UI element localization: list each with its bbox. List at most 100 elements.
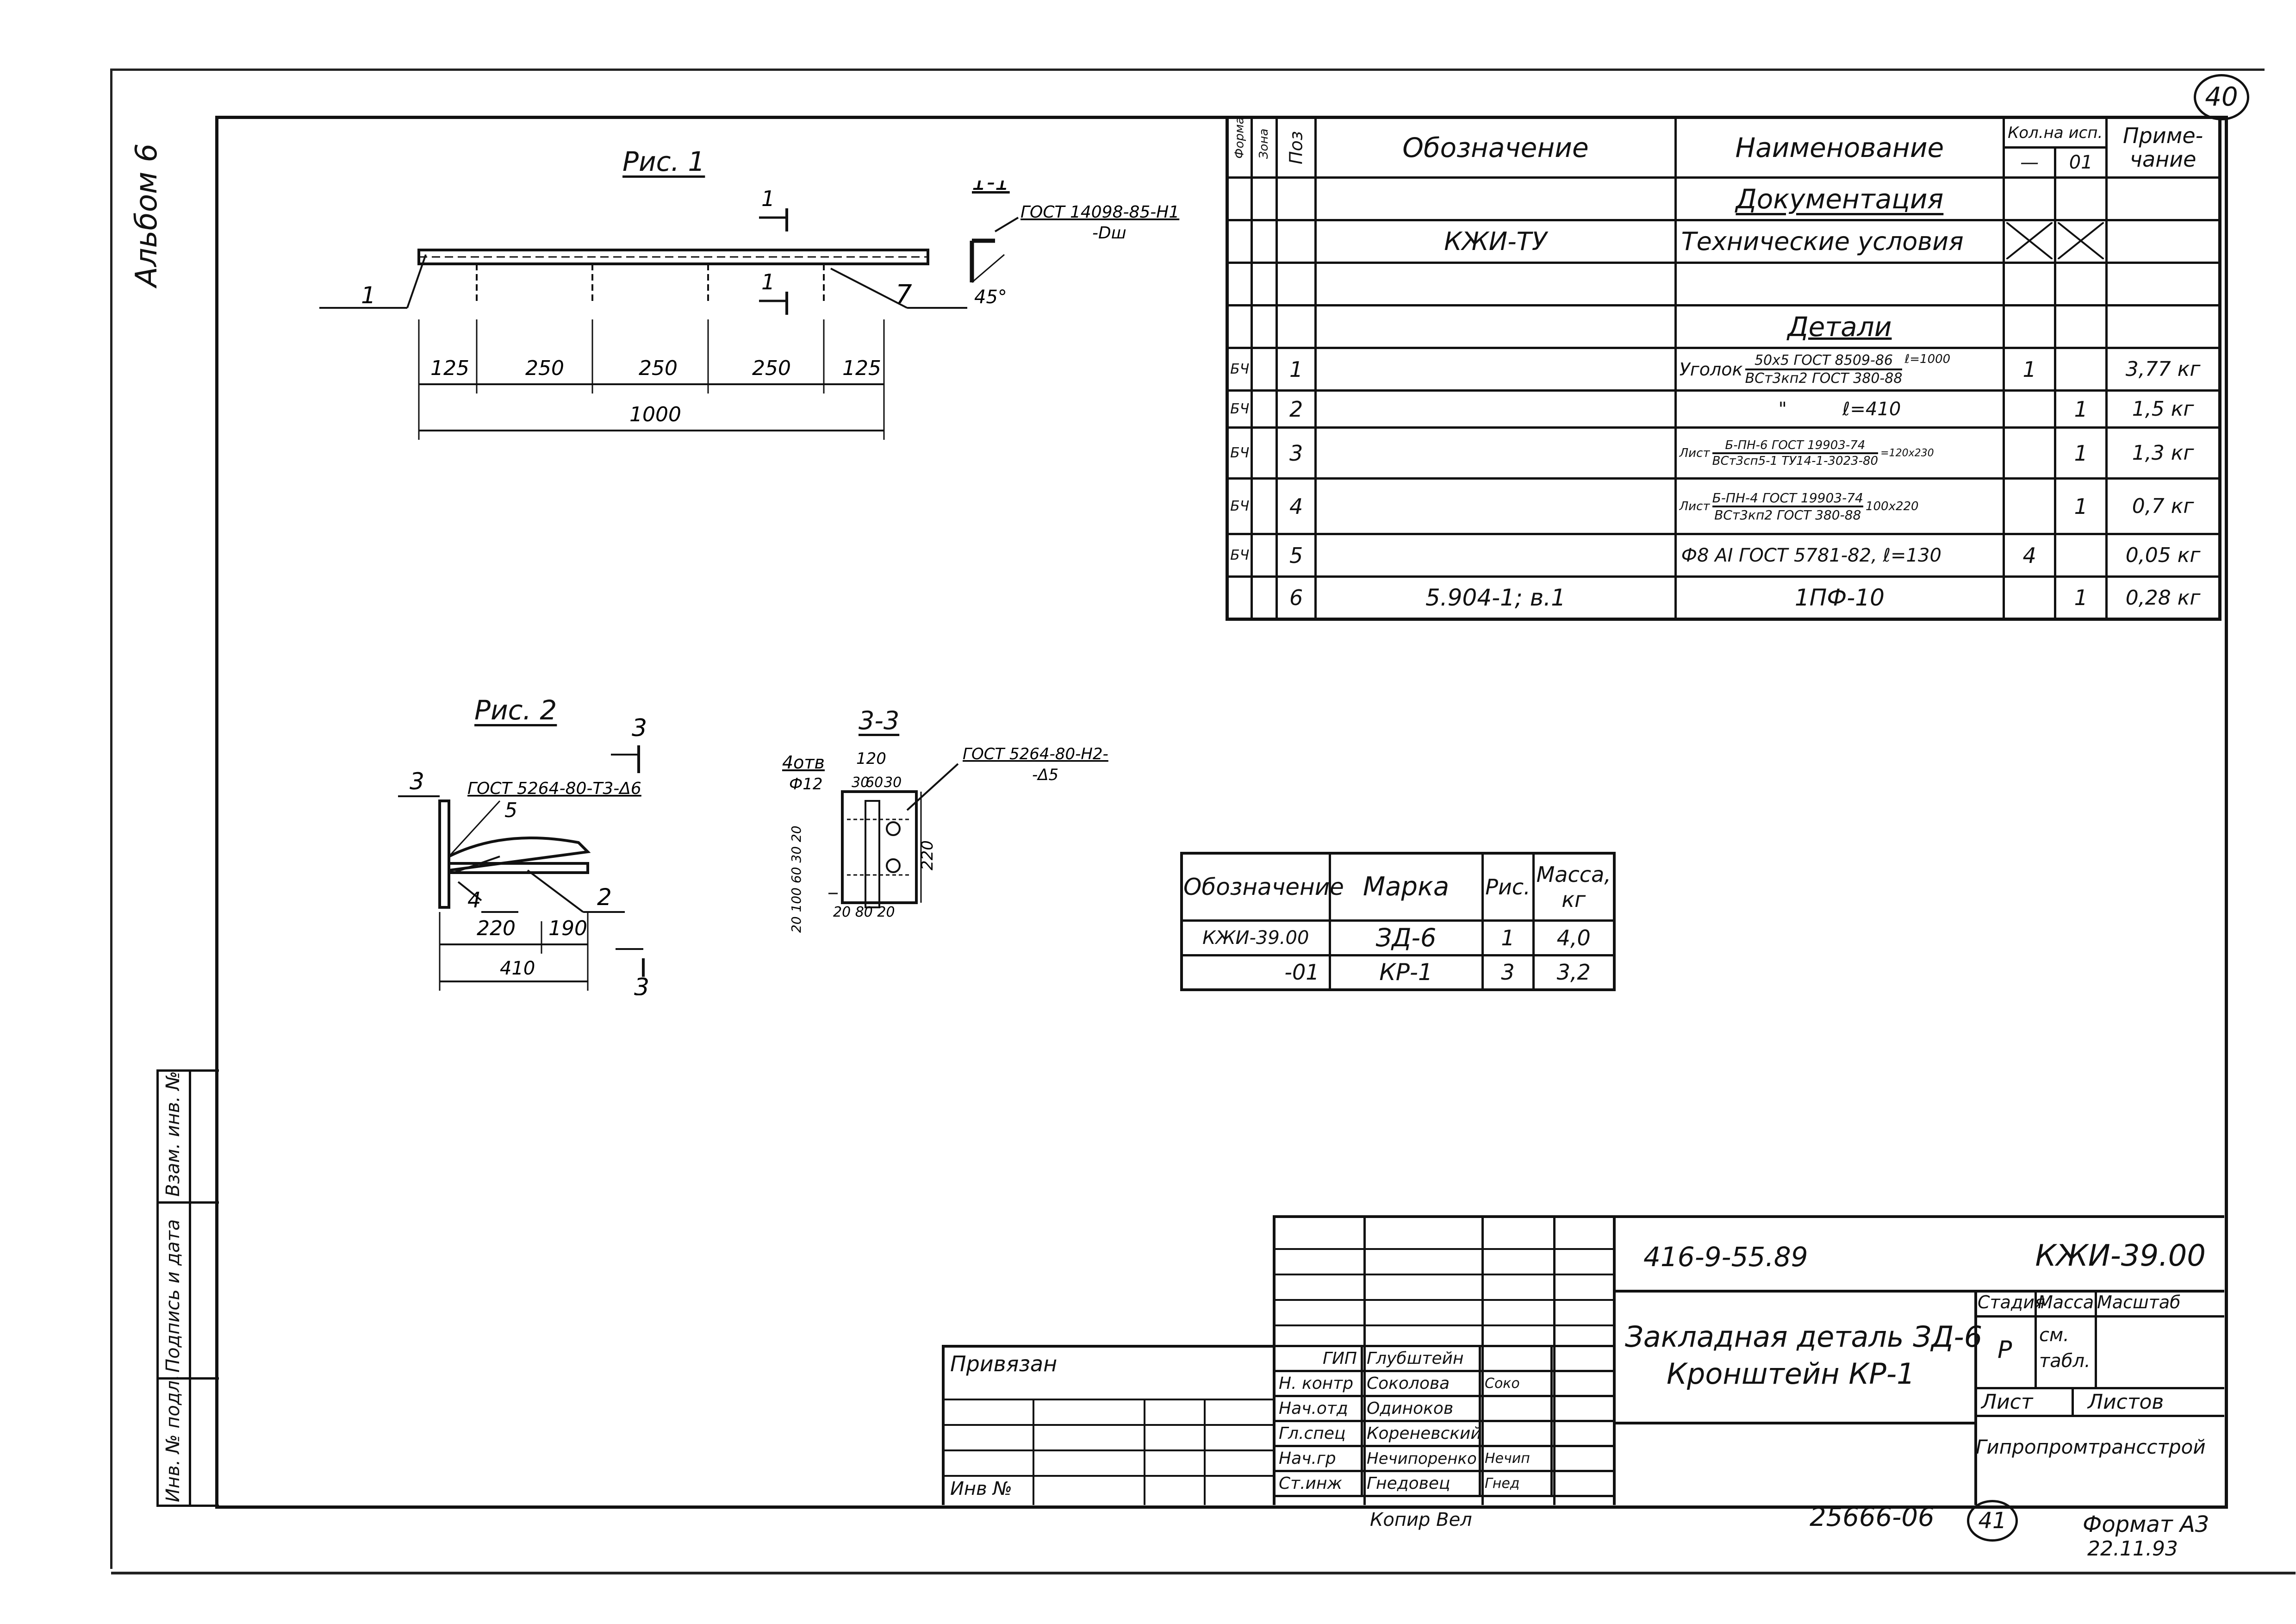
fig1-pos-right: 7 <box>896 280 912 310</box>
drawing-frame <box>215 116 2228 1509</box>
sec33-dim-right: 220 <box>918 840 937 870</box>
sec33-dia: Ф12 <box>789 775 823 793</box>
fig2-cut-mark-bottom: 3 <box>634 974 649 995</box>
spec-doc-designation: КЖИ-ТУ <box>1314 219 1677 264</box>
spec-h-designation: Обозначение <box>1314 116 1677 179</box>
inv-label: Инв № <box>950 1478 1012 1499</box>
album-label: Альбом 6 <box>130 143 164 287</box>
fig1-cut-mark-bottom: 1 <box>761 269 775 294</box>
fig1-dim-2: 250 <box>525 356 564 380</box>
mark-h-fig: Рис. <box>1481 852 1535 922</box>
fig1-cut-mark-top: 1 <box>761 186 775 211</box>
spec-row: БЧ 3 Лист Б-ПН-6 ГОСТ 19903-74 ВСт3сп5-1… <box>1226 426 2221 480</box>
spec-h-pos: Поз <box>1275 116 1317 179</box>
side-stamp-inv: Инв. № подл. <box>162 1374 184 1502</box>
sec33-title: 3-3 <box>859 706 900 735</box>
spec-row: БЧ 4 Лист Б-ПН-4 ГОСТ 19903-74 ВСт3кп2 Г… <box>1226 477 2221 535</box>
title-mass: см. табл. <box>2039 1324 2091 1372</box>
spec-h-qty-a: — <box>2003 146 2057 179</box>
side-stamp: Инв. № подл. Подпись и дата Взам. инв. № <box>156 1069 219 1507</box>
side-stamp-replace: Взам. инв. № <box>162 1071 184 1197</box>
fig1-weld-note-2: -Dш <box>1092 224 1126 243</box>
fig1-weld-note-1: ГОСТ 14098-85-Н1 <box>1020 203 1179 222</box>
mark-h-mass: Масса, кг <box>1532 852 1616 922</box>
fig1-dim-4: 250 <box>752 356 791 380</box>
spec-h-name: Наименование <box>1674 116 2005 179</box>
title-project: 416-9-55.89 <box>1643 1241 1808 1273</box>
fig2-weld-note: ГОСТ 5264-80-Т3-Δ6 <box>467 779 641 798</box>
spec-h-format: Формат <box>1226 116 1253 179</box>
mark-row: КЖИ-39.00 ЗД-6 1 4,0 <box>1180 919 1616 956</box>
mark-h-designation: Обозначение <box>1180 852 1344 922</box>
sec33-dim-bottom: 20 80 20 <box>833 904 895 920</box>
signer-row: Нач.отд Одиноков <box>1273 1395 1615 1422</box>
sec33-weld-note-2: -Δ5 <box>1032 766 1058 784</box>
sec33-dim-60: 60 <box>865 775 883 791</box>
bound-label: Привязан <box>950 1351 1058 1376</box>
signers-table: ГИП Глубштейн Н. контр Соколова Соко Нач… <box>1273 1345 1615 1497</box>
spec-doc-name: Технические условия <box>1674 219 2005 264</box>
footer-copied: Копир Вел <box>1370 1509 1472 1530</box>
spec-section-parts: Детали <box>1674 304 2005 349</box>
spec-row: БЧ 2 "ℓ=410 1 1,5 кг <box>1226 389 2221 429</box>
sec33-dim-left: 20 100 60 30 20 <box>789 825 804 933</box>
title-stage: Р <box>1997 1336 2012 1364</box>
fig2-pos-4: 4 <box>467 887 481 912</box>
spec-h-note: Приме- чание <box>2105 116 2221 179</box>
side-stamp-sign: Подпись и дата <box>162 1219 184 1373</box>
footer-doc-no: 25666-06 <box>1810 1502 1935 1532</box>
spec-table: Формат Зона Поз Обозначение Наименование… <box>1226 116 2221 621</box>
spec-h-qty-b: 01 <box>2054 146 2108 179</box>
fig2-pos-2: 2 <box>597 884 612 911</box>
spec-row: БЧ 1 Уголок 50х5 ГОСТ 8509-86 ВСт3кп2 ГО… <box>1226 347 2221 392</box>
fig2-drawing: 3 3 ГОСТ 5264-80-Т3-Δ6 5 4 2 3 220 190 4… <box>398 718 649 995</box>
sheet-outer-border <box>110 69 2265 1569</box>
fig1-drawing: 1 1 1 7 125 250 250 250 125 1000 1-1 ГОС… <box>319 181 1179 440</box>
spec-row: БЧ 5 Ф8 АI ГОСТ 5781-82, ℓ=130 4 0,05 кг <box>1226 533 2221 578</box>
fig2-dim-2: 190 <box>548 917 587 940</box>
signer-row: Н. контр Соколова Соко <box>1273 1370 1615 1397</box>
spec-row: 6 5.904-1; в.1 1ПФ-10 1 0,28 кг <box>1226 575 2221 620</box>
fig2-dim-1: 220 <box>477 917 516 940</box>
title-mass-h: Масса <box>2038 1292 2094 1312</box>
mark-table: Обозначение Марка Рис. Масса, кг КЖИ-39.… <box>1180 852 1616 991</box>
mark-h-mark: Марка <box>1328 852 1484 922</box>
title-block-main: 416-9-55.89 КЖИ-39.00 Закладная деталь З… <box>1613 1215 2224 1505</box>
title-scale-h: Масштаб <box>2097 1292 2181 1312</box>
footer-page-circle: 41 <box>1967 1500 2018 1542</box>
fig1-dim-1: 125 <box>430 356 469 380</box>
fig2-pos-5: 5 <box>504 799 517 822</box>
signer-row: Ст.инж Гнедовец Гнед <box>1273 1470 1615 1497</box>
fig1-section-label: 1-1 <box>972 181 1010 195</box>
title-stage-h: Стадия <box>1978 1292 2045 1312</box>
fig2-dim-total: 410 <box>500 958 535 979</box>
title-name-2: Кронштейн КР-1 <box>1667 1357 1915 1391</box>
spec-doc-cross-a <box>2003 219 2057 264</box>
spec-section-docs: Документация <box>1674 176 2005 221</box>
title-org: Гипропромтрансстрой <box>1976 1436 2206 1458</box>
signer-row: Гл.спец Кореневский <box>1273 1420 1615 1447</box>
title-sheet-h: Лист <box>1981 1390 2033 1414</box>
fig2-pos-top: 3 <box>410 768 424 795</box>
fig1-dim-total: 1000 <box>629 403 681 426</box>
footer-date: 22.11.93 <box>2087 1537 2178 1561</box>
fig2-title: Рис. 2 <box>474 694 557 726</box>
fig1-pos-left: 1 <box>361 282 376 309</box>
signer-row: ГИП Глубштейн <box>1273 1345 1615 1372</box>
spec-h-qty: Кол.на исп. <box>2003 116 2108 149</box>
spec-h-zone: Зона <box>1251 116 1278 179</box>
mark-row: -01 КР-1 3 3,2 <box>1180 954 1616 991</box>
sec33-dim-30a: 30 <box>852 775 869 791</box>
bound-block: Привязан Инв № <box>942 1345 1276 1505</box>
fig1-dim-5: 125 <box>842 356 881 380</box>
sec33-drawing: 4отв Ф12 120 30 60 30 ГОСТ 5264-80-Н2- -… <box>782 745 1108 933</box>
sheet-bottom-line <box>111 1572 2296 1574</box>
fig1-dim-3: 250 <box>639 356 678 380</box>
fig1-angle: 45° <box>974 287 1007 308</box>
title-sheets-h: Листов <box>2088 1390 2164 1414</box>
title-code: КЖИ-39.00 <box>2035 1239 2206 1273</box>
sec33-holes: 4отв <box>782 752 825 773</box>
title-name-1: Закладная деталь ЗД-6 <box>1625 1320 1983 1354</box>
spec-doc-cross-b <box>2054 219 2108 264</box>
fig2-cut-mark-top: 3 <box>632 718 647 742</box>
